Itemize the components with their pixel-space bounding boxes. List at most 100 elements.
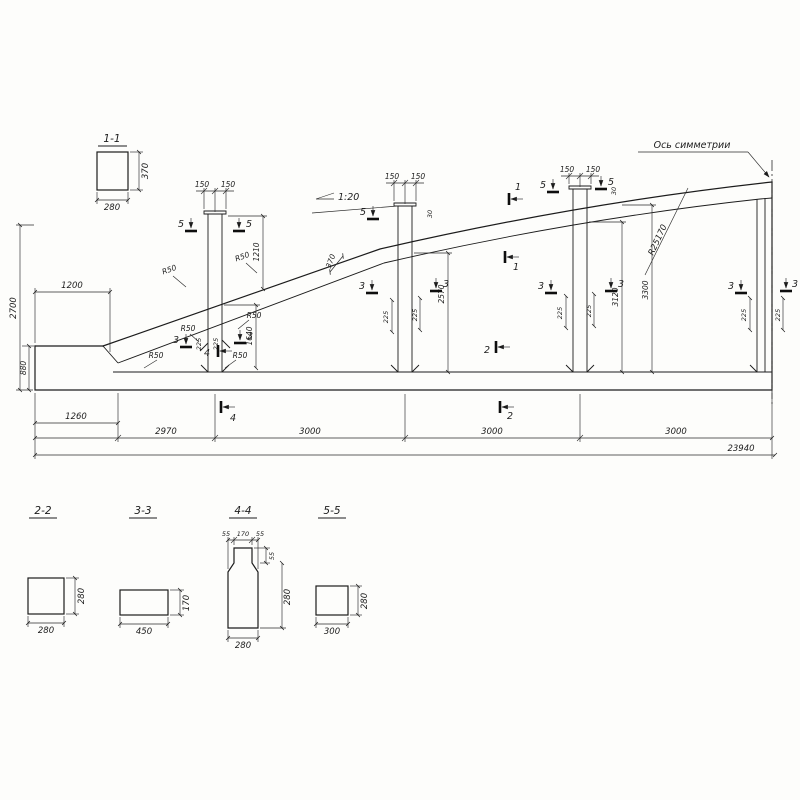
dim-880: 880 xyxy=(19,361,28,376)
dim-line-370 xyxy=(329,253,344,275)
dim-2-2-width: 280 xyxy=(38,626,54,636)
dim-1260: 1260 xyxy=(65,412,87,422)
dim-2700: 2700 xyxy=(9,297,19,319)
r50-label-5: R50 xyxy=(149,351,164,360)
section-2-2-title: 2-2 xyxy=(34,505,51,517)
annotations-group: Ось симметрии R25170 1:20 xyxy=(311,140,770,276)
dim-4-4-flange-left: 55 xyxy=(222,530,230,538)
mark-5-p3R: 5 xyxy=(608,177,614,188)
dim-150-p2a: 150 xyxy=(385,172,400,181)
post-3 xyxy=(565,185,595,373)
mark-5-p1R: 5 xyxy=(246,219,252,230)
mark-3-p4L: 3 xyxy=(728,281,734,292)
post-1-cap xyxy=(203,210,227,215)
dim-225-p1b: 225 xyxy=(212,338,220,350)
slope-reference-line xyxy=(311,205,399,214)
dim-1640: 1640 xyxy=(245,326,254,345)
section-4-4-outline xyxy=(227,547,259,629)
dim-2570: 2570 xyxy=(437,284,446,303)
dim-150-p3b: 150 xyxy=(586,165,601,174)
post-halfwidth-dims: 225 225 225 225 225 225 225 225 xyxy=(195,291,786,350)
post-2 xyxy=(390,202,420,373)
girder-outer-edge xyxy=(34,181,773,391)
r50-label-2: R50 xyxy=(234,250,251,264)
slope-wedge-icon xyxy=(315,192,335,200)
top-chord-end-face xyxy=(102,345,119,364)
dim-1-1-height: 370 xyxy=(141,163,151,179)
section-5-5-title: 5-5 xyxy=(323,505,340,517)
dim-3000-a: 3000 xyxy=(299,427,321,437)
dim-225-p2b: 225 xyxy=(411,309,419,321)
dim-150-p3a: 150 xyxy=(560,165,575,174)
dim-3300: 3300 xyxy=(641,280,650,299)
section-3-3-view: 3-3 170 450 xyxy=(117,505,192,637)
post-4-symmetry xyxy=(749,198,766,373)
mark-5-p1L: 5 xyxy=(178,219,184,230)
dim-225-p4b: 225 xyxy=(774,309,782,321)
section-1-1-outline xyxy=(96,151,129,191)
section-2-2-view: 2-2 280 280 xyxy=(25,505,87,636)
r50-label-3: R50 xyxy=(181,324,196,333)
mark-4-bottom: 4 xyxy=(230,413,236,424)
main-radius-label: R25170 xyxy=(647,223,670,257)
dim-225-p3b: 225 xyxy=(585,305,593,317)
dim-1200: 1200 xyxy=(61,281,83,291)
dim-3000-b: 3000 xyxy=(481,427,503,437)
dim-3120: 3120 xyxy=(611,287,620,306)
post-2-cap xyxy=(393,202,417,207)
post-1-base-flare xyxy=(200,364,230,373)
bottom-dims: 1260 2970 3000 3000 3000 23940 xyxy=(32,393,778,459)
mark-3-p1R: 3 xyxy=(247,331,253,342)
girder-elevation xyxy=(34,160,773,404)
section-1-1-title: 1-1 xyxy=(103,133,120,145)
post-4-base-flare xyxy=(749,364,758,373)
symmetry-axis-leader xyxy=(747,151,770,178)
dim-4-4-height: 280 xyxy=(283,589,293,605)
chamfer-30-p2: 30 xyxy=(426,210,434,218)
mark-3-p3R: 3 xyxy=(618,279,624,290)
top-chord-bottom-edge xyxy=(117,197,773,364)
section-5-5-outline xyxy=(315,585,349,616)
height-dims: 1210 370 1640 2570 3120 3300 xyxy=(224,202,656,375)
dim-225-p2a: 225 xyxy=(382,311,390,323)
dim-5-5-height: 280 xyxy=(360,593,370,609)
dim-370-chord: 370 xyxy=(324,253,337,270)
dim-4-4-web: 170 xyxy=(237,530,249,538)
mark-3-p2L: 3 xyxy=(359,281,365,292)
dim-150-p1a: 150 xyxy=(195,180,210,189)
chamfer-30-p3: 30 xyxy=(610,187,618,195)
mark-3-p2R: 3 xyxy=(443,279,449,290)
mark-1-bottom: 1 xyxy=(513,262,519,273)
left-dims: 2700 880 1200 xyxy=(9,222,113,393)
mark-4-top: 4 xyxy=(204,348,210,359)
symmetry-axis-label: Ось симметрии xyxy=(654,140,731,151)
section-4-4-title: 4-4 xyxy=(234,505,251,517)
post-3-base-flare xyxy=(565,364,595,373)
dim-1-1-width: 280 xyxy=(104,203,120,213)
dim-23940: 23940 xyxy=(727,444,754,454)
dim-3-3-width: 450 xyxy=(136,627,152,637)
dim-5-5-width: 300 xyxy=(324,627,340,637)
dim-4-4-neck: 55 xyxy=(268,552,276,560)
dim-225-p4a: 225 xyxy=(740,309,748,321)
section-1-1-view: 1-1 370 280 xyxy=(94,133,151,213)
dim-150-p2b: 150 xyxy=(411,172,426,181)
post-3-cap xyxy=(568,185,592,190)
section-5-5-view: 5-5 280 300 xyxy=(313,505,370,637)
stub-dims: 150 150 150 150 150 150 30 30 xyxy=(195,165,618,218)
r50-label-1: R50 xyxy=(161,263,178,277)
mark-5-p3L: 5 xyxy=(540,180,546,191)
mark-3-p4R: 3 xyxy=(792,279,798,290)
dim-150-p1b: 150 xyxy=(221,180,236,189)
dim-4-4-flange-right: 55 xyxy=(256,530,264,538)
dim-2-2-height: 280 xyxy=(77,588,87,604)
dim-3-3-height: 170 xyxy=(182,595,192,611)
dim-3000-c: 3000 xyxy=(665,427,687,437)
section-2-2-outline xyxy=(27,577,65,615)
post-1-haunch xyxy=(199,339,231,352)
mark-2-top: 2 xyxy=(484,345,490,356)
top-chord-top-edge xyxy=(102,181,773,347)
dim-225-p1a: 225 xyxy=(195,338,203,350)
